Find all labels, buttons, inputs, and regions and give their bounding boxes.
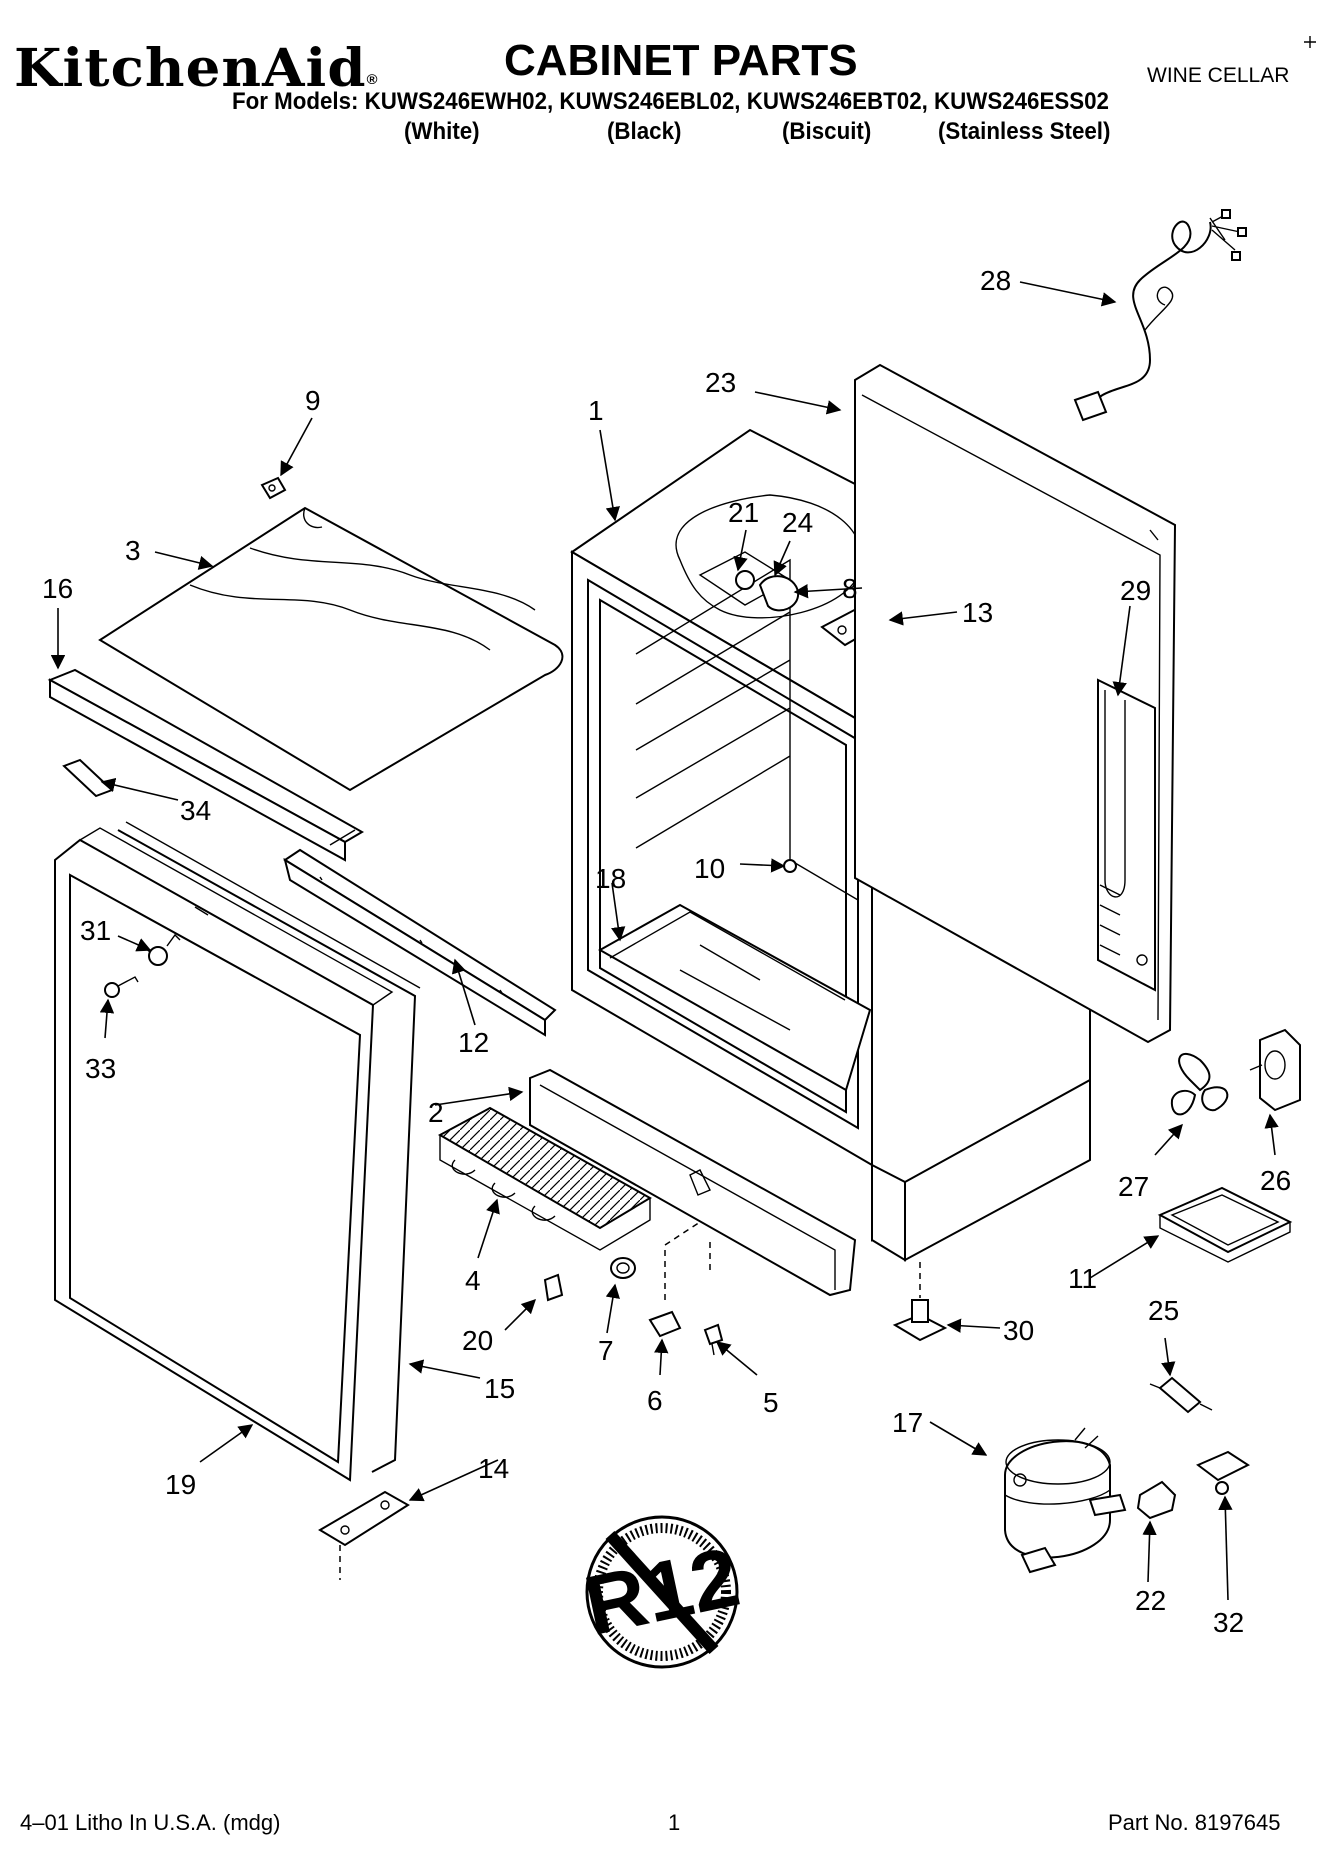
callout-11: 11 (1068, 1263, 1097, 1294)
product-category: WINE CELLAR (1147, 64, 1290, 87)
knob-part-7 (610, 1257, 636, 1279)
brand-logo: KitchenAid® (14, 38, 378, 99)
color-white: (White) (404, 118, 480, 145)
callout-22: 22 (1135, 1585, 1166, 1616)
switch-part-20 (543, 1273, 564, 1302)
callout-30: 30 (1003, 1315, 1034, 1346)
registration-mark (1304, 36, 1316, 48)
leveling-leg-part-30 (892, 1262, 948, 1342)
part-number: Part No. 8197645 (1108, 1810, 1281, 1835)
callout-2: 2 (428, 1097, 444, 1128)
thermostat-part-6 (648, 1221, 711, 1338)
no-r12-badge: R12 (577, 1515, 747, 1669)
door-part-19 (54, 827, 394, 1482)
callout-3: 3 (125, 535, 141, 566)
key-part-33 (104, 976, 139, 998)
drier-part-25 (1149, 1376, 1213, 1414)
callout-26: 26 (1260, 1165, 1291, 1196)
drain-pan-part-11 (1157, 1186, 1293, 1263)
callout-17: 17 (892, 1407, 923, 1438)
leader-lines (50, 281, 1279, 1601)
relay-part-22 (1136, 1480, 1177, 1520)
callout-32: 32 (1213, 1607, 1244, 1638)
callout-27: 27 (1118, 1171, 1149, 1202)
trim-part-16 (47, 668, 365, 862)
callout-25: 25 (1148, 1295, 1179, 1326)
callout-15: 15 (484, 1373, 515, 1404)
callout-31: 31 (80, 915, 111, 946)
power-cord-part-28 (1073, 209, 1247, 422)
callout-labels: 1 2 3 4 5 6 7 8 9 10 11 12 13 14 15 16 1… (42, 265, 1291, 1638)
model-list: For Models: KUWS246EWH02, KUWS246EBL02, … (232, 88, 1109, 115)
housing-part-2 (529, 1068, 857, 1297)
callout-29: 29 (1120, 575, 1151, 606)
back-panel-part-23 (854, 363, 1177, 1044)
color-biscuit: (Biscuit) (782, 118, 872, 145)
fan-motor-part-26 (1249, 1028, 1301, 1112)
registered-mark: ® (366, 71, 379, 87)
evaporator-coil-part-4 (437, 1106, 652, 1251)
hinge-part-14 (318, 1490, 410, 1580)
overload-part-32 (1196, 1450, 1251, 1495)
compressor-part-17 (1004, 1427, 1127, 1574)
callout-19: 19 (165, 1469, 196, 1500)
litho-note: 4–01 Litho In U.S.A. (mdg) (20, 1810, 281, 1835)
callout-5: 5 (763, 1387, 779, 1418)
page-number: 1 (668, 1810, 681, 1835)
callout-13: 13 (962, 597, 993, 628)
color-stainless: (Stainless Steel) (938, 118, 1111, 145)
callout-18: 18 (595, 863, 626, 894)
callout-23: 23 (705, 367, 736, 398)
callout-12: 12 (458, 1027, 489, 1058)
callout-9: 9 (305, 385, 321, 416)
callout-20: 20 (462, 1325, 493, 1356)
callout-34: 34 (180, 795, 211, 826)
brand-name: KitchenAid (14, 38, 367, 99)
fastener-part-5 (703, 1323, 724, 1356)
gasket-part-15 (117, 821, 421, 1473)
fan-blade-part-27 (1170, 1053, 1229, 1116)
callout-1: 1 (588, 395, 604, 426)
clip-part-9 (260, 476, 287, 500)
strip-part-34 (62, 758, 114, 798)
liner-sheet-part-3 (98, 506, 564, 792)
callout-7: 7 (598, 1335, 614, 1366)
callout-24: 24 (782, 507, 813, 538)
callout-10: 10 (694, 853, 725, 884)
callout-8: 8 (842, 573, 858, 604)
callout-16: 16 (42, 573, 73, 604)
callout-28: 28 (980, 265, 1011, 296)
condenser-part-29 (1097, 678, 1156, 992)
page-title: CABINET PARTS (504, 36, 858, 85)
callout-33: 33 (85, 1053, 116, 1084)
callout-4: 4 (465, 1265, 481, 1296)
callout-6: 6 (647, 1385, 663, 1416)
callout-14: 14 (478, 1453, 509, 1484)
color-black: (Black) (607, 118, 682, 145)
callout-21: 21 (728, 497, 759, 528)
